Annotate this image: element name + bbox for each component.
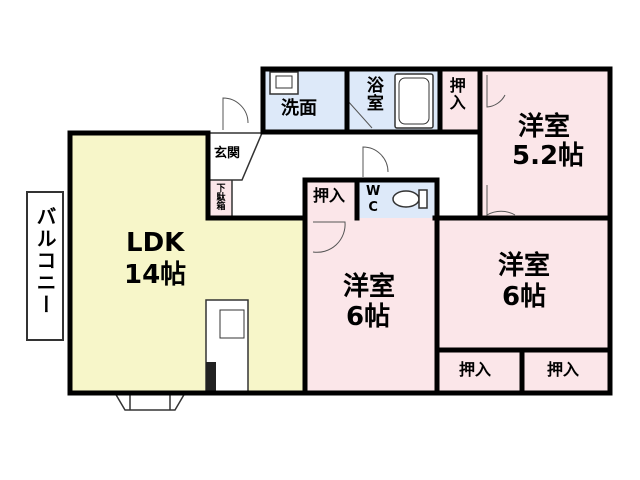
bath-label: 浴室 — [362, 76, 383, 112]
western-room-top-size: 5.2帖 — [512, 141, 585, 171]
western-room-top-name: 洋室 — [518, 112, 571, 142]
entrance-lines — [208, 132, 264, 218]
western-room-center-name: 洋室 — [343, 272, 396, 302]
closet-bottom-right-area — [524, 350, 608, 393]
ldk-size: 14帖 — [124, 260, 187, 290]
balcony-area — [26, 191, 64, 341]
closet-top-area — [440, 69, 480, 132]
western-room-right-name: 洋室 — [498, 251, 551, 281]
closet-center-area — [305, 180, 357, 218]
western-room-right-size: 6帖 — [502, 282, 547, 312]
balcony-label: バルコニー — [33, 206, 57, 316]
closet-bottom-right-label: 押入 — [547, 360, 580, 379]
western-room-center-area — [307, 218, 435, 393]
western-room-right-area — [435, 218, 608, 350]
closet-top-label: 押入 — [446, 77, 466, 111]
walls — [67, 66, 613, 396]
toilet-fixture — [392, 189, 428, 209]
western-room-top-area — [480, 69, 608, 219]
closet-center-label: 押入 — [313, 186, 346, 205]
shoe-box-label: 下駄箱 — [214, 183, 225, 210]
kitchen-counter — [205, 299, 249, 394]
closet-bottom-left-area — [439, 350, 520, 393]
washbasin — [269, 71, 299, 95]
entrance-label: 玄関 — [214, 146, 241, 161]
toilet-label: WC — [365, 184, 381, 216]
bathtub — [394, 73, 434, 129]
ldk-name: LDK — [126, 228, 185, 258]
bay-window — [114, 392, 186, 411]
shoe-box-area — [210, 180, 232, 218]
western-room-center-size: 6帖 — [346, 302, 391, 332]
closet-bottom-left-label: 押入 — [459, 360, 492, 379]
washroom-label: 洗面 — [281, 98, 317, 119]
